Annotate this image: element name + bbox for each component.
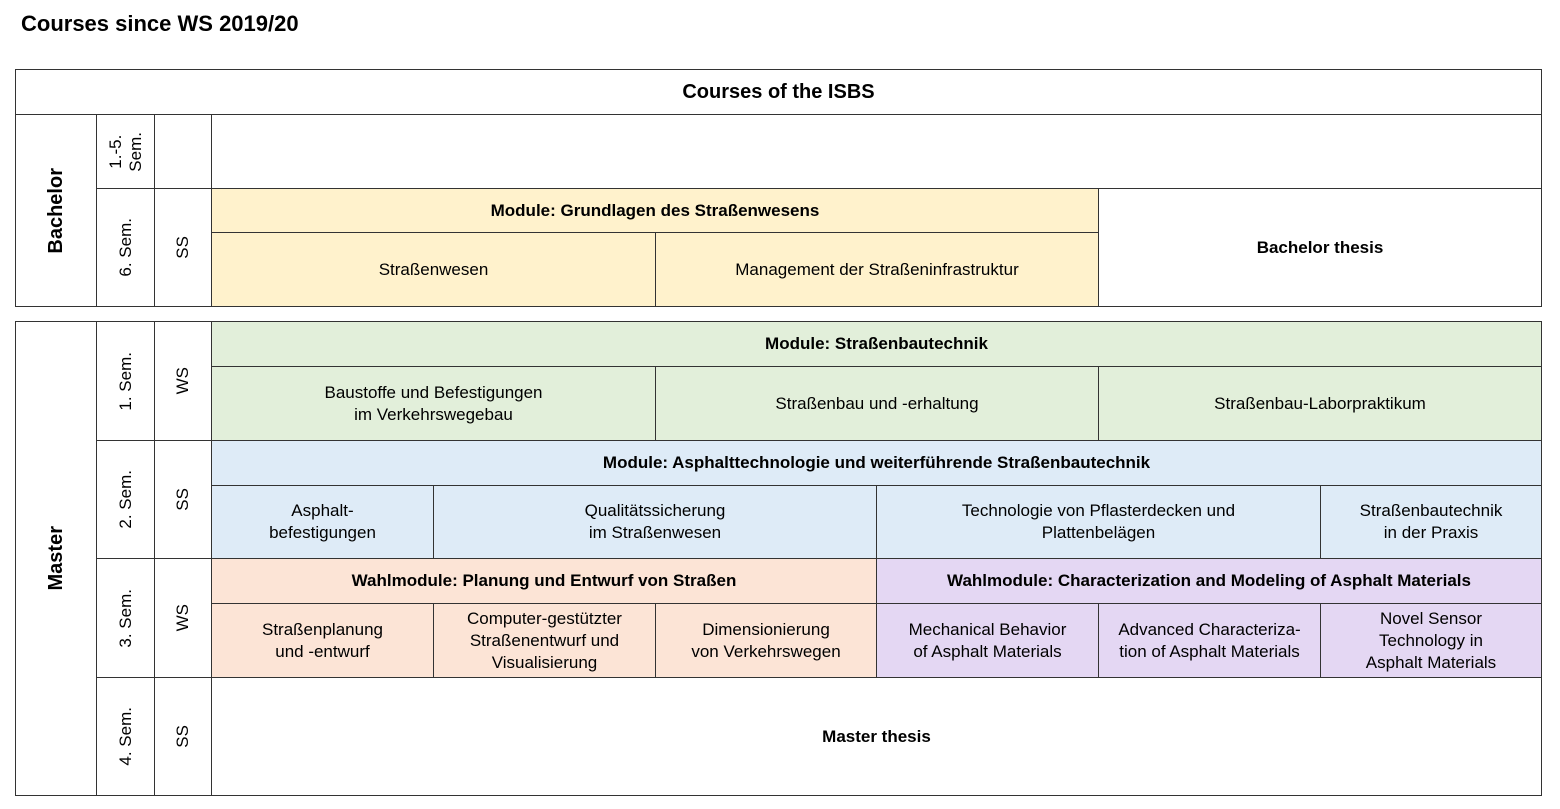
master-semester-1-cell: 1. Sem. bbox=[96, 321, 155, 441]
table-title: Courses of the ISBS bbox=[15, 69, 1542, 115]
bachelor-term-empty-cell bbox=[154, 114, 212, 189]
course-strassenbau-laborpraktikum: Straßenbau-Laborpraktikum bbox=[1098, 366, 1542, 441]
master-semester-4-label: 4. Sem. bbox=[115, 707, 135, 766]
master-sem2-term-label: SS bbox=[173, 488, 192, 511]
bachelor-term-ss-cell: SS bbox=[154, 188, 212, 307]
bachelor-empty-content-cell bbox=[211, 114, 1542, 189]
course-management-strasseninfrastruktur: Management der Straßeninfrastruktur bbox=[655, 232, 1099, 307]
module-strassenbautechnik-title: Module: Straßenbautechnik bbox=[211, 321, 1542, 367]
master-semester-3-label: 3. Sem. bbox=[115, 588, 135, 648]
master-sem3-term-label: WS bbox=[173, 604, 192, 632]
module-grundlagen-title: Module: Grundlagen des Straßenwesens bbox=[211, 188, 1099, 233]
master-sem2-term-cell: SS bbox=[154, 440, 212, 559]
module-asphalttechnologie-title: Module: Asphalttechnologie und weiterfüh… bbox=[211, 440, 1542, 486]
course-mechanical-behavior-asphalt: Mechanical Behavior of Asphalt Materials bbox=[876, 603, 1099, 678]
wahlmodule-planung-entwurf-title: Wahlmodule: Planung und Entwurf von Stra… bbox=[211, 558, 877, 604]
course-strassenplanung-entwurf: Straßenplanung und -entwurf bbox=[211, 603, 434, 678]
course-qualitaetssicherung: Qualitätssicherung im Straßenwesen bbox=[433, 485, 877, 559]
course-asphaltbefestigungen: Asphalt- befestigungen bbox=[211, 485, 434, 559]
bachelor-label: Bachelor bbox=[45, 167, 67, 254]
master-thesis: Master thesis bbox=[211, 677, 1542, 796]
master-semester-1-label: 1. Sem. bbox=[115, 351, 135, 411]
page-title: Courses since WS 2019/20 bbox=[21, 11, 299, 36]
course-strassenwesen: Straßenwesen bbox=[211, 232, 656, 307]
master-sem4-term-label: SS bbox=[173, 725, 192, 748]
course-baustoffe-befestigungen: Baustoffe und Befestigungen im Verkehrsw… bbox=[211, 366, 656, 441]
bachelor-semester-6-cell: 6. Sem. bbox=[96, 188, 155, 307]
course-novel-sensor-technology: Novel Sensor Technology in Asphalt Mater… bbox=[1320, 603, 1542, 678]
bachelor-semester-1-5-label: 1.-5. Sem. bbox=[105, 131, 145, 172]
master-semester-2-cell: 2. Sem. bbox=[96, 440, 155, 559]
bachelor-semester-6-label: 6. Sem. bbox=[115, 218, 135, 277]
bachelor-label-cell: Bachelor bbox=[15, 114, 97, 307]
master-sem1-term-cell: WS bbox=[154, 321, 212, 441]
master-semester-4-cell: 4. Sem. bbox=[96, 677, 155, 796]
master-sem4-term-cell: SS bbox=[154, 677, 212, 796]
course-computer-gestuetzter-strassenentwurf: Computer-gestützter Straßenentwurf und V… bbox=[433, 603, 656, 678]
course-pflasterdecken-plattenbelaege: Technologie von Pflasterdecken und Platt… bbox=[876, 485, 1321, 559]
bachelor-term-ss-label: SS bbox=[173, 236, 192, 259]
course-advanced-characterization-asphalt: Advanced Characteriza- tion of Asphalt M… bbox=[1098, 603, 1321, 678]
bachelor-thesis: Bachelor thesis bbox=[1098, 188, 1542, 307]
master-label: Master bbox=[45, 526, 67, 591]
master-sem3-term-cell: WS bbox=[154, 558, 212, 678]
course-dimensionierung-verkehrswege: Dimensionierung von Verkehrswegen bbox=[655, 603, 877, 678]
course-strassenbau-erhaltung: Straßenbau und -erhaltung bbox=[655, 366, 1099, 441]
master-semester-3-cell: 3. Sem. bbox=[96, 558, 155, 678]
bachelor-semester-1-5-cell: 1.-5. Sem. bbox=[96, 114, 155, 189]
course-strassenbautechnik-praxis: Straßenbautechnik in der Praxis bbox=[1320, 485, 1542, 559]
master-sem1-term-label: WS bbox=[173, 367, 192, 395]
master-semester-2-label: 2. Sem. bbox=[115, 470, 135, 529]
wahlmodule-asphalt-materials-title: Wahlmodule: Characterization and Modelin… bbox=[876, 558, 1542, 604]
master-label-cell: Master bbox=[15, 321, 97, 796]
